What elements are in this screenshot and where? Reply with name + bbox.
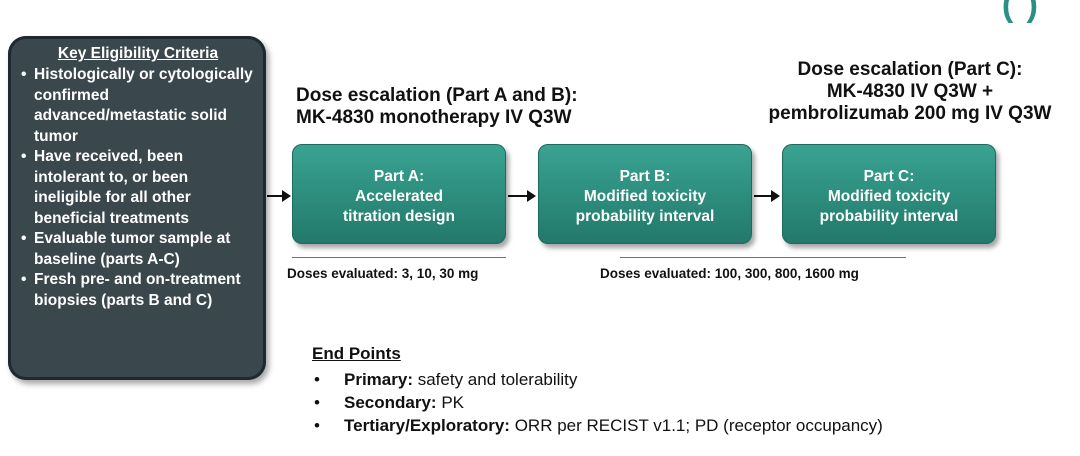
heading-line: MK-4830 monotherapy IV Q3W <box>296 107 572 128</box>
endpoint-item: Primary: safety and tolerability <box>312 368 883 391</box>
endpoint-item: Secondary: PK <box>312 391 883 414</box>
heading-line: MK-4830 IV Q3W + <box>826 81 994 102</box>
eligibility-list: Histologically or cytologically confirme… <box>20 65 256 311</box>
dose-escalation-ab-heading: Dose escalation (Part A and B): MK-4830 … <box>296 85 578 129</box>
part-title: Part C: <box>863 168 915 185</box>
endpoints-list: Primary: safety and tolerability Seconda… <box>312 368 883 437</box>
endpoint-text: ORR per RECIST v1.1; PD (receptor occupa… <box>509 416 883 435</box>
arrow-panel-to-part-a <box>267 190 291 202</box>
dose-escalation-c-heading: Dose escalation (Part C): MK-4830 IV Q3W… <box>744 59 1076 125</box>
eligibility-item: Have received, been intolerant to, or be… <box>20 147 256 229</box>
eligibility-item: Evaluable tumor sample at baseline (part… <box>20 229 256 270</box>
part-line: probability interval <box>575 208 715 225</box>
eligibility-item: Fresh pre- and on-treatment biopsies (pa… <box>20 270 256 311</box>
endpoint-text: PK <box>436 393 464 412</box>
endpoint-item: Tertiary/Exploratory: ORR per RECIST v1.… <box>312 414 883 437</box>
doses-part-a: Doses evaluated: 3, 10, 30 mg <box>287 266 479 281</box>
heading-line: pembrolizumab 200 mg IV Q3W <box>768 103 1052 124</box>
endpoints-title: End Points <box>312 344 401 363</box>
part-b-box: Part B: Modified toxicity probability in… <box>538 144 752 244</box>
endpoint-label: Tertiary/Exploratory: <box>344 416 510 435</box>
part-line: titration design <box>343 208 455 225</box>
dose-divider-bc <box>620 257 906 258</box>
part-title: Part B: <box>619 168 671 185</box>
part-c-box: Part C: Modified toxicity probability in… <box>782 144 996 244</box>
eligibility-panel: Key Eligibility Criteria Histologically … <box>8 36 266 380</box>
eligibility-title: Key Eligibility Criteria <box>57 45 219 62</box>
endpoint-label: Primary: <box>344 370 413 389</box>
part-line: Modified toxicity <box>827 188 951 205</box>
slide-title-fragment: ( ) <box>1001 0 1040 24</box>
dose-divider-a <box>292 257 506 258</box>
part-title: Part A: <box>373 168 425 185</box>
endpoint-label: Secondary: <box>344 393 437 412</box>
arrow-part-a-to-part-b <box>508 190 536 202</box>
part-line: Accelerated <box>355 188 443 205</box>
part-line: probability interval <box>819 208 959 225</box>
arrow-part-b-to-part-c <box>754 190 780 202</box>
heading-line: Dose escalation (Part C): <box>797 59 1023 80</box>
eligibility-item: Histologically or cytologically confirme… <box>20 65 256 147</box>
endpoint-text: safety and tolerability <box>412 370 578 389</box>
doses-part-bc: Doses evaluated: 100, 300, 800, 1600 mg <box>600 266 859 281</box>
part-a-box: Part A: Accelerated titration design <box>292 144 506 244</box>
part-line: Modified toxicity <box>583 188 707 205</box>
heading-line: Dose escalation (Part A and B): <box>296 85 578 106</box>
